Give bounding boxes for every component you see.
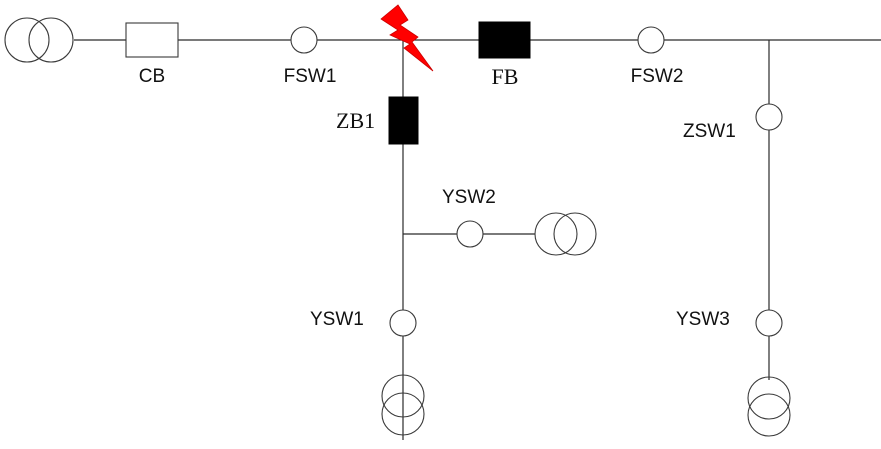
ysw3-label: YSW3	[676, 309, 730, 330]
fsw1-label: FSW1	[284, 66, 337, 87]
cb-label: CB	[139, 66, 165, 87]
ysw1-transformer-icon	[381, 374, 425, 436]
ysw3-transformer-icon	[747, 376, 791, 437]
ysw2-switch-icon	[456, 220, 484, 248]
ysw1-switch-icon	[389, 309, 417, 337]
ysw3-switch-icon	[755, 309, 783, 337]
ysw2-transformer-icon	[534, 212, 597, 256]
fb-label: FB	[492, 64, 519, 89]
source-transformer-icon	[4, 17, 74, 63]
fsw2-label: FSW2	[631, 66, 684, 87]
fsw2-switch-icon	[637, 26, 665, 54]
zsw1-label: ZSW1	[683, 121, 736, 142]
cb-breaker-icon	[125, 22, 179, 58]
zb1-breaker-icon	[388, 96, 419, 145]
fb-breaker-icon	[478, 21, 531, 59]
zb1-label: ZB1	[336, 108, 375, 133]
fault-lightning-icon	[380, 4, 434, 72]
ysw1-label: YSW1	[310, 309, 364, 330]
zsw1-switch-icon	[755, 103, 783, 131]
ysw2-label: YSW2	[442, 187, 496, 208]
fsw1-switch-icon	[290, 26, 318, 54]
